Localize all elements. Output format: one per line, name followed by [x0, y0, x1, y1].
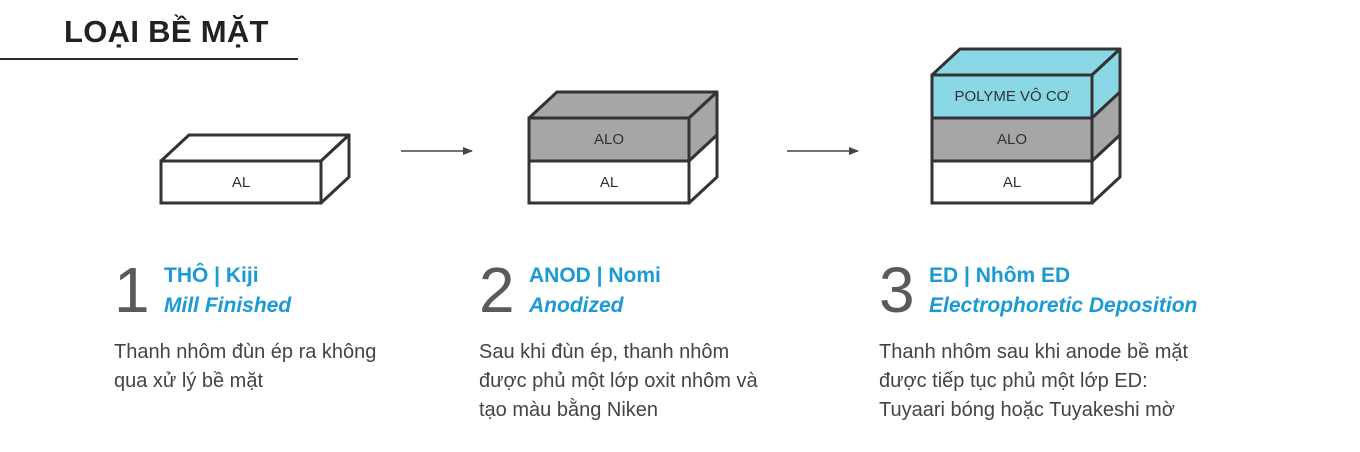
step-description-line: Tuyaari bóng hoặc Tuyakeshi mờ: [879, 399, 1175, 421]
step-description-line: được tiếp tục phủ một lớp ED:: [879, 370, 1148, 392]
box-mill-finished: AL: [159, 133, 351, 205]
box3-al-layer: [930, 159, 1094, 205]
step-description: Sau khi đùn ép, thanh nhôm được phủ một …: [479, 338, 807, 425]
box3-polymer-label: POLYME VÔ CƠ: [954, 88, 1069, 105]
step-description: Thanh nhôm đùn ép ra không qua xử lý bề …: [114, 338, 406, 396]
page-title: LOẠI BỀ MẶT: [64, 14, 269, 49]
box2-alo-layer: [527, 116, 691, 163]
box3-top-face: [930, 47, 1122, 77]
step-subtitle: Electrophoretic Deposition: [929, 294, 1198, 317]
box-anodized: ALO AL: [527, 90, 719, 205]
step-description-line: Sau khi đùn ép, thanh nhôm: [479, 341, 730, 363]
step-description-line: được phủ một lớp oxit nhôm và: [479, 370, 758, 392]
box3-al-label: AL: [1003, 174, 1021, 191]
box3-polymer-layer: [930, 73, 1094, 120]
step-subtitle: Mill Finished: [164, 294, 292, 317]
step-title: ANOD | Nomi: [529, 264, 661, 287]
box1-top-face: [159, 133, 351, 163]
box2-al-label: AL: [600, 174, 618, 191]
step-description-line: Thanh nhôm đùn ép ra không: [114, 341, 377, 363]
step-description-line: Thanh nhôm sau khi anode bề mặt: [879, 341, 1189, 363]
box1-al-label: AL: [232, 174, 250, 191]
box1-al-layer: [159, 159, 323, 205]
step-subtitle: Anodized: [529, 294, 624, 317]
step-number: 2: [479, 254, 515, 326]
step-number: 1: [114, 254, 150, 326]
step-title: ED | Nhôm ED: [929, 264, 1071, 287]
step-title: THÔ | Kiji: [164, 264, 259, 287]
box3-alo-label: ALO: [997, 131, 1027, 148]
box-electrophoretic: POLYME VÔ CƠ ALO AL: [930, 47, 1122, 205]
box2-al-layer: [527, 159, 691, 205]
box3-alo-layer: [930, 116, 1094, 163]
step-description-line: qua xử lý bề mặt: [114, 370, 264, 392]
step-description-line: tạo màu bằng Niken: [479, 399, 659, 421]
heading-underline: [0, 58, 298, 60]
box2-alo-label: ALO: [594, 131, 624, 148]
step-number: 3: [879, 254, 915, 326]
box2-top-face: [527, 90, 719, 120]
step-description: Thanh nhôm sau khi anode bề mặt được tiế…: [879, 338, 1243, 425]
